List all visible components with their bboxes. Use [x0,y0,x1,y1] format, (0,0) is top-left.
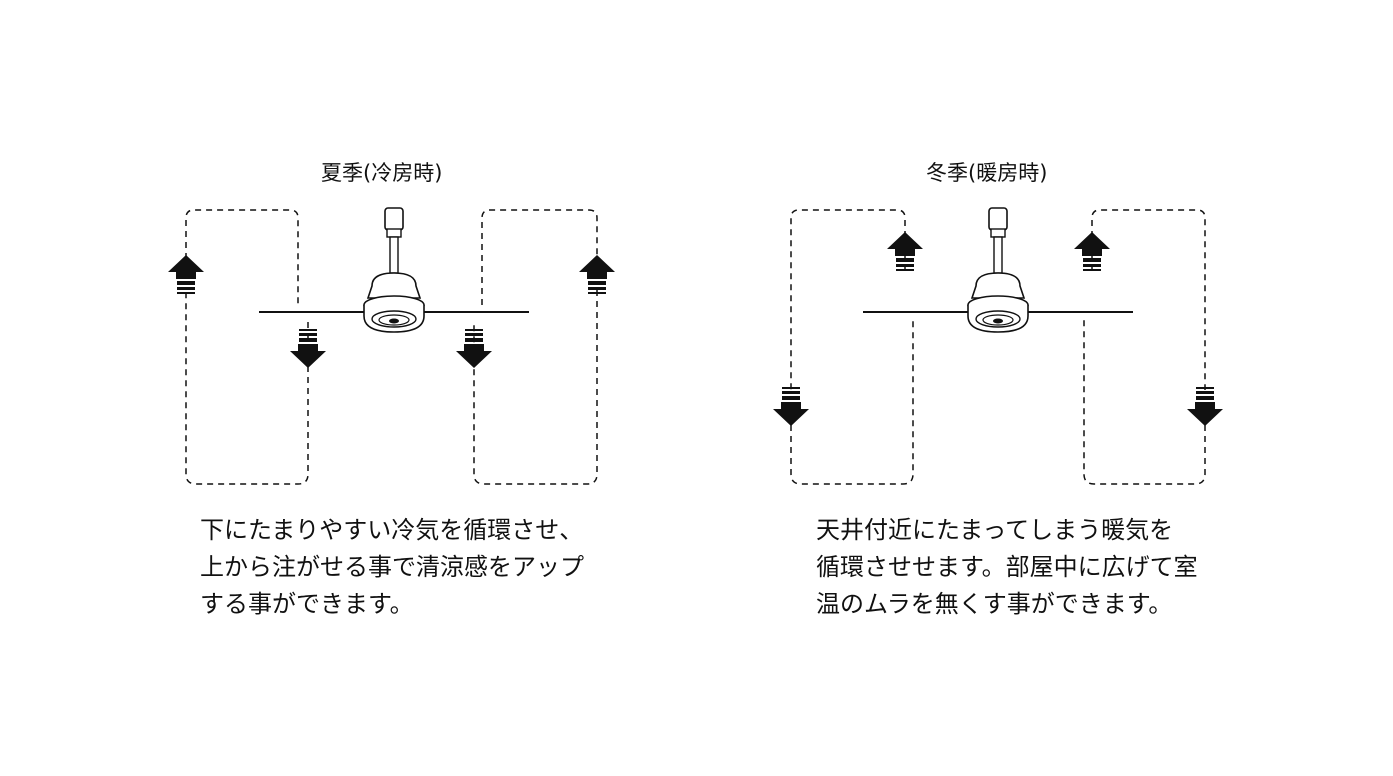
winter-title: 冬季(暖房時) [926,161,1048,185]
summer-right-airflow-path [473,209,598,485]
winter-caption-line-3: 温のムラを無くす事ができます。 [816,590,1173,618]
winter-arrow-down-right [1187,387,1223,426]
winter-caption-line-1: 天井付近にたまってしまう暖気を [816,516,1174,544]
winter-left-airflow-path [790,209,914,485]
summer-airflow-diagram [168,207,615,485]
winter-ceiling-fan [862,207,1134,333]
summer-caption-line-1: 下にたまりやすい冷気を循環させ、 [200,516,584,544]
summer-caption-line-3: する事ができます。 [200,590,414,618]
winter-arrow-down-left [773,387,809,426]
winter-arrow-up-left [887,232,923,271]
winter-arrow-up-right [1074,232,1110,271]
winter-right-airflow-path [1083,209,1206,485]
summer-left-airflow-path [185,209,309,485]
winter-airflow-diagram [773,207,1223,485]
winter-caption: 天井付近にたまってしまう暖気を 循環させせます。部屋中に広げて室 温のムラを無く… [816,512,1198,623]
summer-caption: 下にたまりやすい冷気を循環させ、 上から注がせる事で清涼感をアップ する事ができ… [200,512,584,623]
summer-caption-line-2: 上から注がせる事で清涼感をアップ [200,553,584,581]
summer-title: 夏季(冷房時) [321,161,443,185]
summer-panel: 夏季(冷房時) [168,161,615,623]
winter-caption-line-2: 循環させせます。部屋中に広げて室 [816,553,1198,581]
